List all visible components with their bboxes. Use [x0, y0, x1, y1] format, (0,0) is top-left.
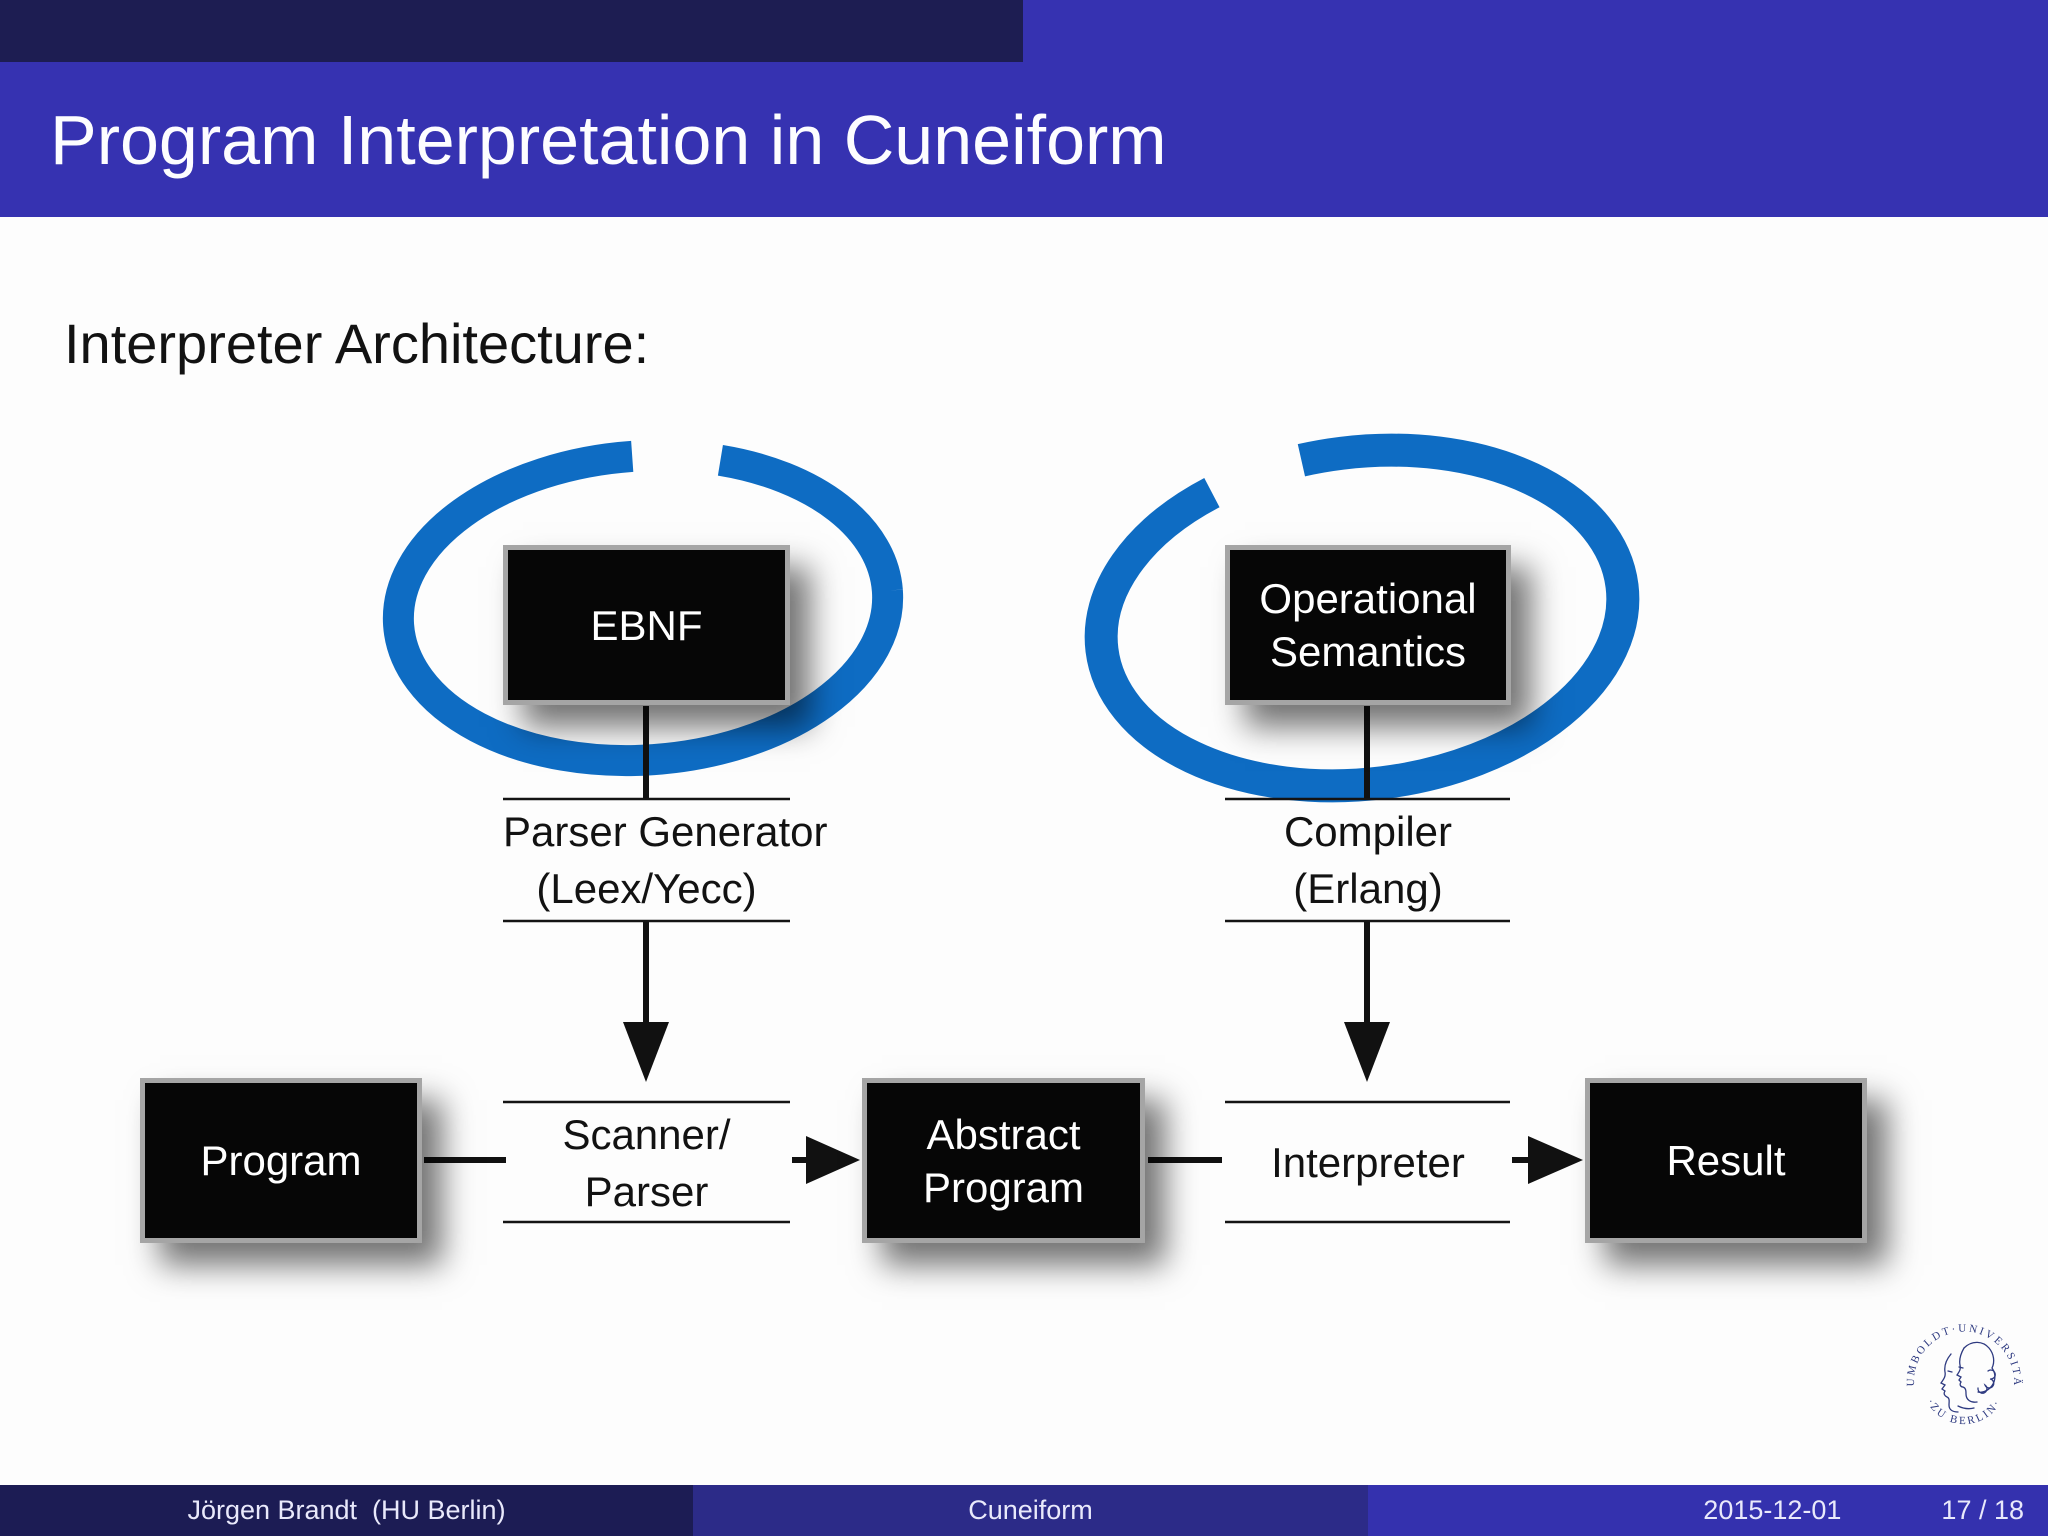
label-line2: (Leex/Yecc) [536, 865, 757, 912]
header-corner-block [0, 0, 1023, 62]
slide-title: Program Interpretation in Cuneiform [50, 101, 1167, 179]
arrow-right-abstract [806, 1136, 860, 1184]
label-line1: Parser Generator [503, 808, 828, 855]
label-rules [503, 797, 1510, 1224]
label-parser-generator: Parser Generator (Leex/Yecc) [503, 803, 828, 919]
node-result: Result [1585, 1078, 1867, 1243]
node-abstract-program: Abstract Program [862, 1078, 1145, 1243]
node-label-line1: Operational [1259, 575, 1477, 622]
footer-date: 2015-12-01 [1703, 1495, 1842, 1525]
label-line2: Parser [584, 1168, 709, 1215]
label-line1: Scanner/ [562, 1111, 731, 1158]
node-label: EBNF [590, 601, 703, 649]
node-program: Program [140, 1078, 422, 1243]
section-heading: Interpreter Architecture: [64, 312, 650, 375]
logo-heads-lineart [1940, 1341, 1996, 1413]
label-interpreter: Interpreter [1225, 1106, 1511, 1220]
label-compiler: Compiler (Erlang) [1225, 803, 1511, 919]
node-operational-semantics: Operational Semantics [1225, 545, 1511, 705]
node-label: Result [1666, 1137, 1786, 1184]
node-label: Program [200, 1137, 362, 1184]
footer-page-number: 17 / 18 [1941, 1495, 2024, 1525]
arrow-down-parser [623, 1022, 669, 1082]
footer-bar: Jörgen Brandt (HU Berlin) Cuneiform 2015… [0, 1485, 2048, 1536]
arrowheads [623, 1022, 1583, 1184]
footer-meta: 2015-12-01 17 / 18 [1368, 1485, 2048, 1536]
arrow-right-result [1528, 1136, 1583, 1184]
annotation-circle-ebnf [382, 439, 904, 777]
node-label-line2: Semantics [1269, 628, 1467, 675]
humboldt-logo: HUMBOLDT·UNIVERSITÄT ·ZU BERLIN· [1898, 1316, 2021, 1427]
arrow-down-compiler [1344, 1022, 1390, 1082]
footer-deck-title: Cuneiform [693, 1485, 1368, 1536]
label-line1: Interpreter [1271, 1139, 1465, 1186]
node-label-line1: Abstract [926, 1110, 1081, 1158]
label-line1: Compiler [1283, 808, 1453, 855]
label-scanner-parser: Scanner/ Parser [503, 1106, 790, 1220]
node-label-line2: Program [922, 1163, 1085, 1211]
node-ebnf: EBNF [503, 545, 790, 705]
logo-arc-bottom-text: ·ZU BERLIN· [1924, 1397, 2004, 1427]
footer-author: Jörgen Brandt (HU Berlin) [0, 1485, 693, 1536]
annotation-circle-opsem [1084, 433, 1640, 803]
label-line2: (Erlang) [1293, 865, 1443, 912]
